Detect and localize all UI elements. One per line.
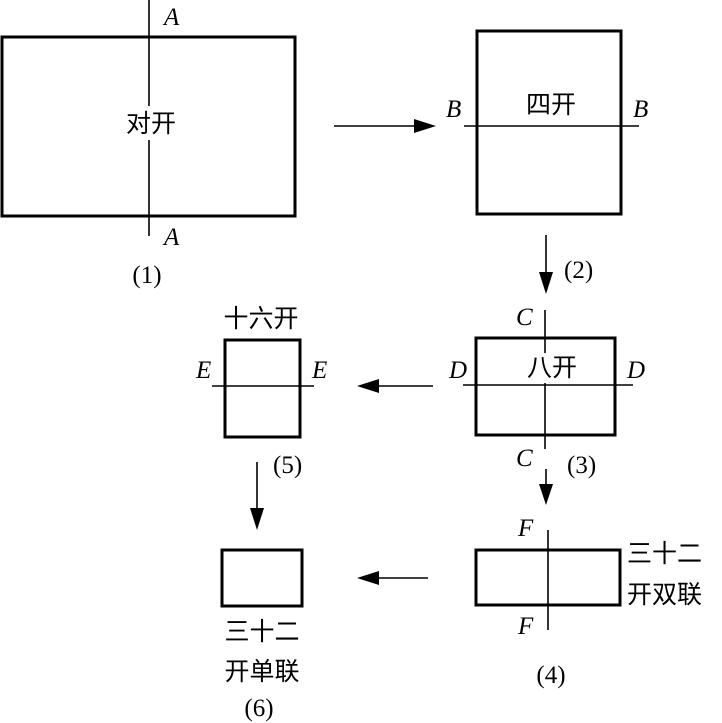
arrow-2-to-3: (2) [539,235,593,294]
point-a-top: A [162,4,180,31]
label-bg-3 [518,353,586,383]
panel-4-label-line1: 三十二 [627,539,702,568]
point-f-bottom: F [517,613,534,640]
arrow-4-to-6 [357,571,428,585]
panel-2: 四开 B B [446,29,648,216]
panel-2-label: 四开 [526,90,576,119]
panel-1-label: 对开 [126,109,176,138]
panel-3-label: 八开 [527,353,577,382]
point-c-bottom: C [516,445,533,472]
arrow-5-to-6 [250,462,264,530]
point-e-right: E [311,357,327,384]
panel-3: 八开 C C D D (3) [448,304,645,479]
panel-6-label-line1: 三十二 [224,617,299,646]
step-5-label: (5) [273,452,302,479]
step-2-label: (2) [564,257,593,284]
panel-1: 对开 A A (1) [0,0,297,289]
step-4-label: (4) [536,662,565,689]
panel-4: F F 三十二 开双联 (4) [474,515,702,689]
point-b-left: B [446,96,461,123]
sheet-5 [223,338,302,439]
panel-6: 三十二 开单联 (6) [220,548,304,722]
point-d-right: D [626,357,645,384]
step-6-label: (6) [244,695,273,722]
panel-6-label-line2: 开单联 [224,657,299,686]
panel-5: 十六开 E E (5) [195,304,327,479]
label-bg-1 [116,106,186,140]
arrow-3-to-4 [539,469,553,505]
point-e-left: E [195,357,211,384]
panel-5-label: 十六开 [223,304,298,333]
sheet-6 [220,548,304,608]
point-b-right: B [633,96,648,123]
point-a-bottom: A [162,224,180,251]
step-1-label: (1) [132,262,161,289]
point-d-left: D [448,357,467,384]
step-3-label: (3) [567,452,596,479]
sheet-2 [475,29,623,216]
arrow-3-to-5 [357,379,433,393]
point-c-top: C [516,304,533,331]
panel-4-label-line2: 开双联 [627,580,702,609]
arrow-1-to-2 [334,119,436,133]
point-f-top: F [517,515,534,542]
